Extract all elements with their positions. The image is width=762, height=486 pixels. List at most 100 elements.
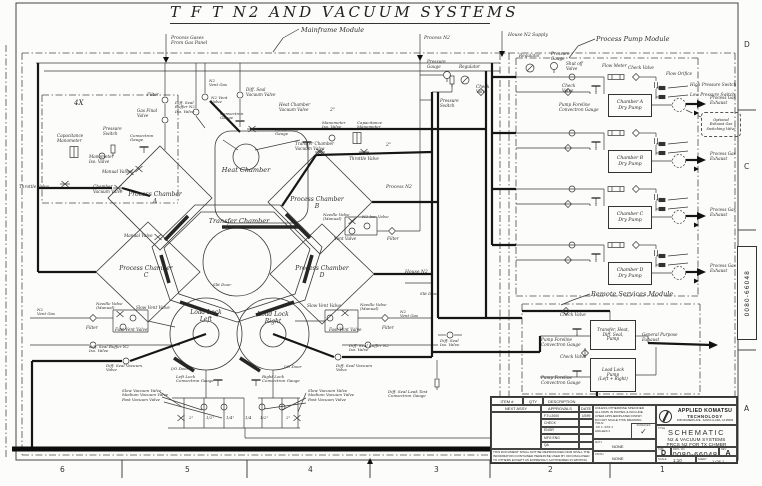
manual-valve-c: Manual Valve — [124, 233, 153, 238]
vent-valve-b: Vent Valve — [334, 236, 357, 241]
pressure-gauge-pm: Pressure Gauge — [551, 51, 570, 61]
convectron-gauge-icon — [213, 379, 223, 386]
approval-row-name: QA — [541, 441, 579, 449]
diff-seal-buffer-iso-right: Diff. Seal Buffer N2 Iso. Valve — [349, 343, 389, 353]
filter-ll-left: Filter — [86, 325, 98, 330]
pipe-line — [159, 254, 171, 284]
pipe-line — [159, 391, 183, 408]
flow-orifice-icon — [654, 138, 658, 144]
heat-chamber-port — [232, 143, 260, 171]
heat-chamber-vacuum-valve: Heat Chamber Vacuum Valve — [279, 102, 311, 112]
pipe-line — [209, 100, 241, 133]
diff-seal-leak-test-gauge: Diff. Seal Leak Test Convectron Gauge — [388, 389, 428, 399]
load-lock-right: Load Lock Right — [257, 311, 289, 325]
switch-contact-icon — [656, 262, 666, 268]
finish-value: NONE — [612, 456, 624, 461]
flow-arrow-icon — [694, 166, 699, 172]
flow-meter-icon — [607, 186, 625, 192]
valve-icon — [326, 314, 334, 322]
regulator-n2: Regulator — [459, 64, 481, 69]
rev-cell: REV A — [719, 447, 737, 456]
valve-icon — [363, 222, 371, 230]
load-lock-left-port — [192, 320, 220, 348]
pipe-line — [667, 150, 689, 154]
throttle-valve-icon — [247, 125, 257, 133]
flow-meter: Flow Meter — [602, 63, 627, 68]
throttle-valve-icon — [315, 148, 325, 156]
pipe-size-2: 1/2" — [206, 415, 215, 420]
house-n2-mid: House N2 — [405, 270, 428, 275]
house-n2-supply: House N2 Supply — [508, 33, 548, 38]
needle-valve-ll-left: Needle Valve (Manual) — [96, 301, 123, 311]
valve-icon — [119, 323, 127, 331]
low-pressure-switch: Low Pressure Switch — [690, 92, 735, 97]
heat-chamber-body — [214, 130, 309, 224]
zone-number-3: 3 — [434, 465, 439, 474]
pipe-size-5: 1/2" — [260, 415, 269, 420]
pipe-line — [568, 45, 579, 59]
flow-arrow-icon — [417, 55, 423, 61]
valve-icon — [89, 341, 97, 349]
check-valve-row-a2: Check Valve — [562, 83, 576, 93]
manual-valve-icon — [341, 309, 349, 317]
valve-icon — [161, 116, 169, 124]
zone-letter-D: D — [744, 40, 750, 49]
regulator-pm: Regulator — [519, 53, 541, 58]
check-valve-row-a: Check Valve — [628, 65, 654, 70]
shut-off-valve: Shut off Valve — [566, 61, 583, 71]
convectron-gauge-icon — [251, 379, 261, 386]
parts-item-header: ITEM # — [491, 397, 523, 405]
approval-row-date — [579, 441, 593, 449]
pipe-line — [255, 300, 295, 317]
flow-arrow-icon — [697, 268, 706, 276]
pipe-line — [129, 332, 207, 363]
flow-arrow-icon — [694, 278, 699, 284]
company-cell: APPLIED KOMATSU TECHNOLOGY 3050 BOWERS A… — [656, 405, 737, 425]
manual-valve-icon — [116, 310, 124, 318]
valve-icon — [161, 96, 169, 104]
convectron-gauge-icon — [591, 141, 601, 148]
surfaces-label: SURFACES — [636, 424, 651, 427]
diff-seal-buffer-iso-top: Diff. Seal Buffer N2 Iso. Valve — [175, 100, 195, 114]
valve-icon — [568, 241, 576, 249]
pipe-line — [239, 356, 261, 373]
pipe-line — [222, 139, 239, 151]
process-chamber-d-body — [269, 223, 375, 325]
pipe-line — [572, 293, 591, 301]
pressure-switch-n2: Pressure Switch — [440, 98, 459, 108]
pressure-switch-icon — [434, 378, 440, 390]
pipe-line — [647, 341, 713, 347]
flow-orifice-icon — [654, 250, 658, 256]
approvals-header: APPROVALS — [541, 405, 579, 412]
transfer-chamber-inner-wall — [163, 211, 311, 314]
process-gases-from-gas-panel: Process Gases From Gas Panel — [171, 36, 208, 47]
zone-number-4: 4 — [308, 465, 313, 474]
margin-drawing-number-strip: 0080-66048 — [737, 246, 757, 340]
title-block: ITEM # QTY DESCRIPTION NEXT ASSY APPROVA… — [490, 396, 738, 464]
flow-arrow-icon — [697, 100, 706, 108]
load-lock-right-port — [259, 320, 287, 348]
pressure-gauge-icon — [550, 62, 558, 73]
flow-arrow-icon — [163, 57, 169, 63]
capacitance-manometer-top: Capacitance Manometer — [357, 120, 383, 130]
matl-label: MAT'L — [595, 441, 603, 444]
check-valve-icon — [388, 227, 396, 235]
convectron-gauge-heat: Convectron Gauge — [220, 111, 244, 121]
size-label: SIZE — [658, 448, 664, 451]
valve-icon — [568, 185, 576, 193]
zone-number-5: 5 — [185, 465, 190, 474]
n2-iso-valve-b: N2 Iso. Valve — [362, 214, 389, 219]
valve-icon — [98, 152, 106, 160]
akt-logo-icon — [659, 410, 672, 423]
process-chamber-b-body — [267, 149, 373, 255]
rev-label: REV — [721, 448, 727, 451]
flow-arrow-icon — [694, 222, 699, 228]
filter-top: Filter — [147, 92, 159, 97]
approval-row-date — [579, 434, 593, 442]
manual-valve-icon — [177, 414, 185, 422]
capacitance-manometer-icon — [352, 132, 362, 144]
flow-meter-icon — [607, 74, 625, 80]
zone-number-2: 2 — [548, 465, 553, 474]
slit-door-left: Slit Door — [213, 282, 232, 287]
next-assy-header: NEXT ASSY — [491, 405, 541, 412]
